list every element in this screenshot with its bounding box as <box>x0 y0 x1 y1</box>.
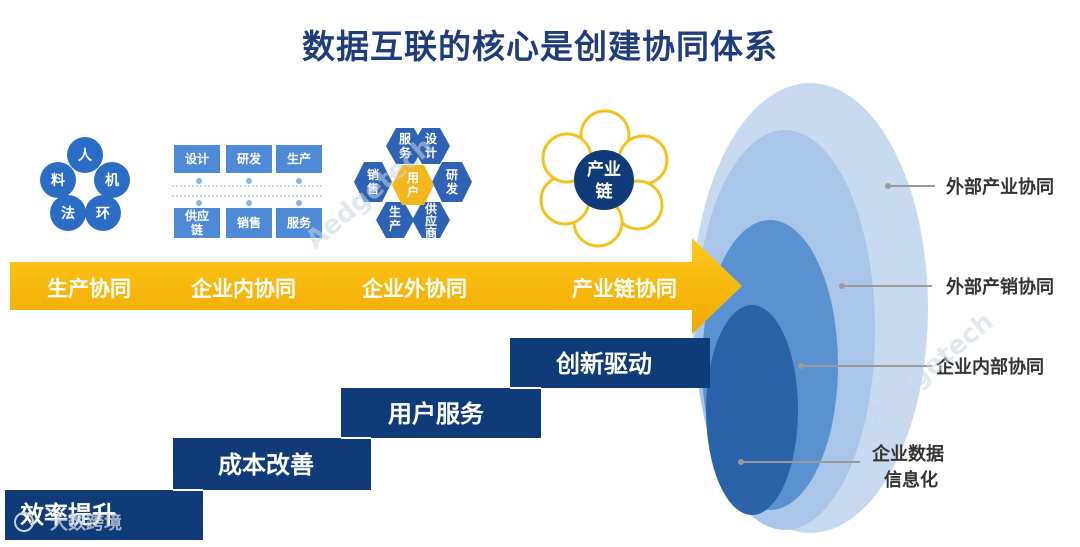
logo-text: 大数跨境 <box>50 512 122 534</box>
hex-service <box>386 128 424 164</box>
circle-label-machine: 机 <box>105 172 119 189</box>
chain-center-label-2: 链 <box>596 181 614 202</box>
circle-method <box>50 195 86 231</box>
page-title: 数据互联的核心是创建协同体系 <box>302 27 778 66</box>
hex-design <box>412 128 450 164</box>
enterprise-grid: 设计 研发 生产 供应 链 销售 服务 <box>172 145 322 238</box>
grid-label-supply-chain-1: 供应 <box>184 208 209 223</box>
circle-label-method: 法 <box>61 205 75 222</box>
hex-group: 服 务 设 计 研 发 供 应 商 生 产 销 售 用 户 <box>354 128 472 240</box>
circle-label-material: 料 <box>51 172 65 189</box>
grid-box-sales <box>226 208 272 238</box>
ring-inner <box>706 305 798 515</box>
grid-box-supply-chain <box>174 208 220 238</box>
grid-label-rnd: 研发 <box>237 151 262 166</box>
hex-supplier <box>412 202 450 238</box>
step-label-service: 用户服务 <box>388 400 485 428</box>
hex-label-rnd-2: 发 <box>445 181 459 196</box>
stage-label-enterprise-internal: 企业内协同 <box>190 277 296 301</box>
circle-label-person: 人 <box>78 147 93 164</box>
circle-environment <box>85 195 121 231</box>
step-2 <box>173 438 371 490</box>
ring-leaders <box>738 183 935 465</box>
hex-label-user-1: 用 <box>406 171 419 185</box>
ring-label-inner-line2: 信息化 <box>884 469 938 491</box>
step-4 <box>510 338 710 388</box>
stage-label-enterprise-external: 企业外协同 <box>361 277 467 301</box>
step-3 <box>341 388 541 438</box>
hex-label-design-1: 设 <box>425 131 438 146</box>
step-label-cost: 成本改善 <box>218 451 314 479</box>
hex-label-service-2: 务 <box>399 145 412 160</box>
stage-label-industry-chain: 产业链协同 <box>572 277 677 301</box>
grid-box-production <box>276 145 322 173</box>
grid-box-design <box>174 145 220 173</box>
ring-label-third: 企业内部协同 <box>935 356 1044 378</box>
chain-center <box>574 150 634 210</box>
ring-label-inner-line1: 企业数据 <box>871 443 944 465</box>
circle-label-environment: 环 <box>96 206 110 222</box>
grid-label-service: 服务 <box>287 215 312 230</box>
hex-label-production-1: 生 <box>389 204 401 219</box>
hex-sales <box>354 162 392 202</box>
footer-logo: 大数跨境 <box>14 512 122 534</box>
hex-production <box>376 202 414 238</box>
step-label-efficiency: 效率提升 <box>20 501 116 529</box>
hex-label-sales-2: 售 <box>367 181 379 196</box>
stage-label-production: 生产协同 <box>47 277 131 301</box>
grid-label-production: 生产 <box>287 151 311 166</box>
grid-label-supply-chain-2: 链 <box>191 222 204 237</box>
ring-label-outer: 外部产业协同 <box>946 176 1054 198</box>
concentric-rings <box>692 83 928 533</box>
hex-label-supplier-2: 应 <box>425 213 437 228</box>
chain-center-label-1: 产业 <box>587 159 621 180</box>
grid-box-rnd <box>226 145 272 173</box>
hex-label-supplier-3: 商 <box>425 225 437 240</box>
step-1 <box>5 490 203 540</box>
hex-label-rnd-1: 研 <box>446 168 458 182</box>
circle-machine <box>94 162 130 198</box>
hex-user <box>392 165 434 205</box>
grid-label-design: 设计 <box>185 151 209 166</box>
hex-label-service-1: 服 <box>399 131 412 146</box>
stage-arrow <box>10 238 742 334</box>
staircase <box>5 338 710 540</box>
chain-group: 产业 链 <box>539 109 669 248</box>
circle-person <box>67 137 103 173</box>
circle-material <box>40 162 76 198</box>
hex-label-sales-1: 销 <box>367 167 379 182</box>
step-label-innovation: 创新驱动 <box>555 350 652 378</box>
grid-box-service <box>276 208 322 238</box>
ring-label-second: 外部产销协同 <box>946 276 1054 298</box>
hex-label-design-2: 计 <box>425 145 437 160</box>
grid-label-sales: 销售 <box>237 215 261 230</box>
hex-label-production-2: 产 <box>389 218 401 233</box>
hex-label-user-2: 户 <box>407 184 419 199</box>
circle-group: 人 机 环 法 料 <box>40 137 130 231</box>
hex-rnd <box>432 162 472 202</box>
logo-icon <box>14 512 34 532</box>
hex-label-supplier-1: 供 <box>424 201 437 216</box>
